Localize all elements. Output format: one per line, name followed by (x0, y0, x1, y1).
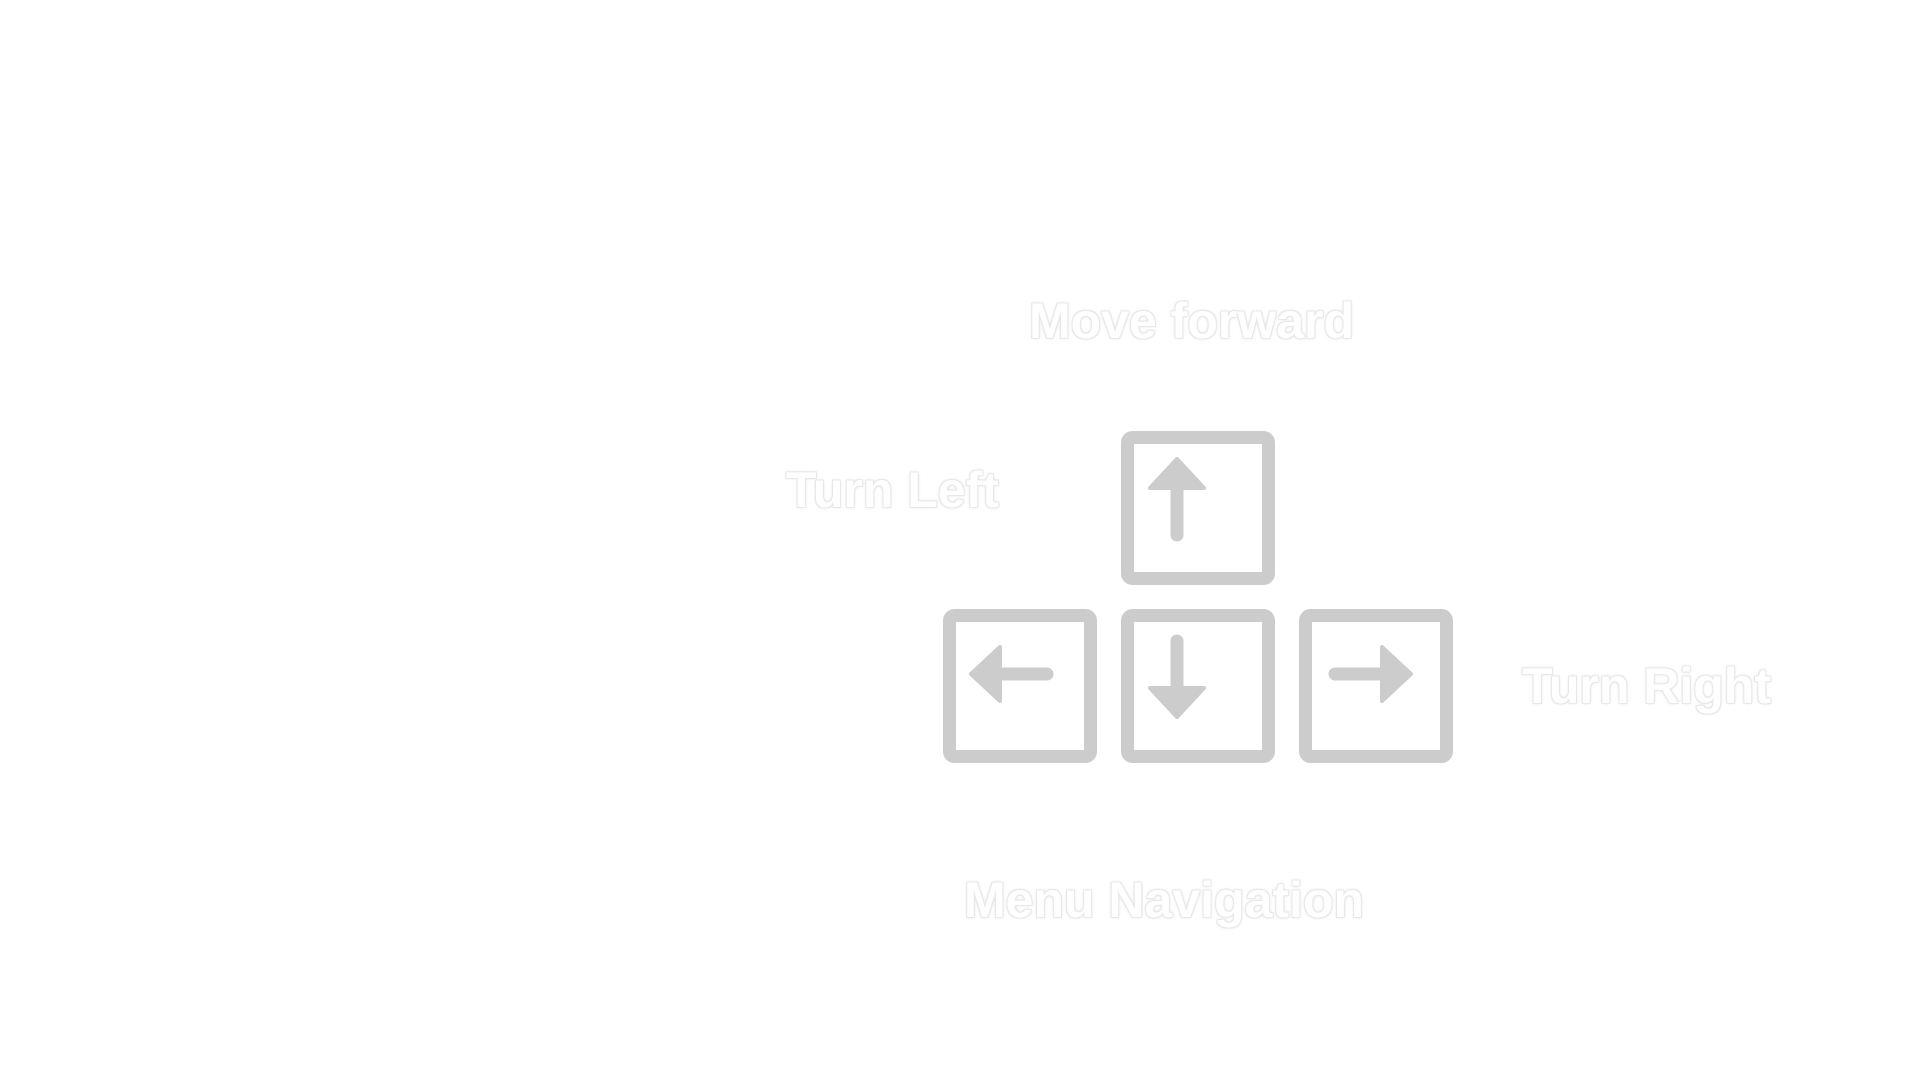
arrow-left-icon (943, 609, 1097, 763)
down-arrow-key (1121, 609, 1275, 763)
up-arrow-key (1121, 431, 1275, 585)
right-arrow-key (1299, 609, 1453, 763)
menu-navigation-label: Menu Navigation (964, 872, 1365, 928)
move-forward-label: Move forward (1029, 293, 1355, 349)
arrow-right-icon (1299, 609, 1453, 763)
turn-left-label: Turn Left (786, 462, 999, 518)
left-arrow-key (943, 609, 1097, 763)
arrow-down-icon (1121, 609, 1275, 763)
arrow-up-icon (1121, 431, 1275, 585)
turn-right-label: Turn Right (1522, 658, 1771, 714)
